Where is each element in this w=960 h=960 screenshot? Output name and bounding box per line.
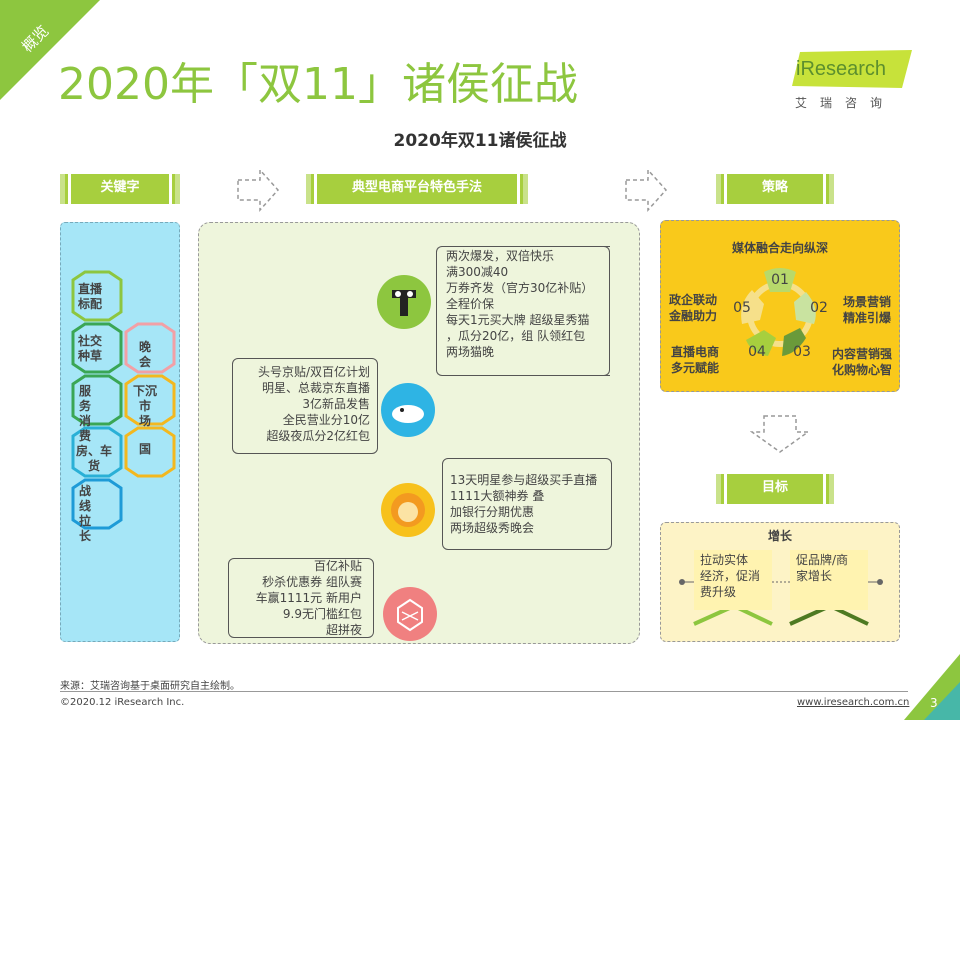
jd-logo-icon: [381, 383, 435, 437]
logo-sub: 艾瑞咨询: [795, 96, 896, 110]
keyword-label: 下沉 市 场: [132, 384, 157, 428]
keyword-hexagons: [71, 270, 176, 530]
diagram-title: 2020年双11诸侯征战: [393, 131, 567, 151]
keyword-label: 国: [138, 442, 151, 456]
arrow-right-icon: [625, 168, 668, 212]
website-link[interactable]: www.iresearch.com.cn: [797, 697, 910, 708]
goal-header: 目标: [716, 474, 834, 504]
strategy-num-01: 01: [771, 272, 789, 288]
strategy-cycle: [741, 268, 816, 356]
keyword-label: 晚 会: [138, 340, 151, 369]
strategy-header: 策略: [716, 174, 834, 204]
keyword-label: 社交 种草: [77, 334, 102, 363]
tmall-logo-icon: [377, 275, 431, 329]
page-title: 2020年「双11」诸侯征战: [58, 59, 578, 110]
pinduoduo-logo-icon: [383, 587, 437, 641]
keyword-label: 战 线 拉 长: [78, 484, 91, 543]
logo-brand: iResearch: [796, 58, 887, 80]
pdd-bracket: [228, 558, 374, 638]
pdd-details: 百亿补贴 秒杀优惠券 组队赛 车赢1111元 新用户 9.9无门槛红包 超拼夜: [255, 559, 362, 637]
strategy-num-05: 05: [733, 300, 751, 316]
arrow-right-icon: [237, 168, 280, 212]
strategy-label: 内容营销强 化购物心智: [831, 347, 892, 377]
corner-decoration: [904, 654, 960, 720]
source-note: 来源：艾瑞咨询基于桌面研究自主绘制。: [60, 681, 240, 692]
keyword-label: 直播 标配: [77, 282, 102, 311]
suning-bracket: [442, 458, 612, 550]
jd-details: 头号京贴/双百亿计划 明星、总裁京东直播 3亿新品发售 全民营业分10亿 超级夜…: [257, 365, 370, 443]
strategy-num-04: 04: [748, 344, 766, 360]
strategy-num-03: 03: [793, 344, 811, 360]
keyword-label: 服 务 消 费: [78, 384, 91, 443]
tmall-details: 两次爆发，双倍快乐 满300减40 万券齐发（官方30亿补贴） 全程价保 每天1…: [446, 249, 594, 359]
page-number: 3: [930, 696, 938, 710]
strategy-center-label: 媒体融合走向纵深: [731, 241, 828, 255]
keyword-label: 房、车 货: [75, 444, 112, 473]
goal-card-brand: 促品牌/商 家增长: [790, 550, 868, 610]
strategy-panel: [660, 220, 900, 392]
tmall-bracket: [436, 246, 610, 376]
suning-logo-icon: [381, 483, 435, 537]
copyright: ©2020.12 iResearch Inc.: [60, 697, 185, 708]
strategy-label: 场景营销 精准引爆: [842, 295, 891, 325]
iresearch-logo: [792, 50, 912, 88]
goal-card-economy: 拉动实体 经济，促消 费升级: [694, 550, 772, 610]
strategy-num-02: 02: [810, 300, 828, 316]
goal-title: 增长: [767, 529, 792, 543]
tmall-bracket-right: [600, 246, 610, 376]
suning-details: 13天明星参与超级买手直播 1111大额神券 叠 加银行分期优惠 两场超级秀晚会: [450, 473, 598, 535]
arrow-down-icon: [750, 415, 810, 453]
keywords-header: 关键字: [60, 174, 180, 204]
strategy-label: 政企联动 金融助力: [668, 293, 717, 323]
corner-ribbon: 概览: [0, 0, 110, 110]
platforms-header: 典型电商平台特色手法: [306, 174, 528, 204]
jd-bracket: [232, 358, 378, 454]
strategy-label: 直播电商 多元赋能: [670, 345, 719, 375]
footer-divider: [60, 691, 908, 692]
